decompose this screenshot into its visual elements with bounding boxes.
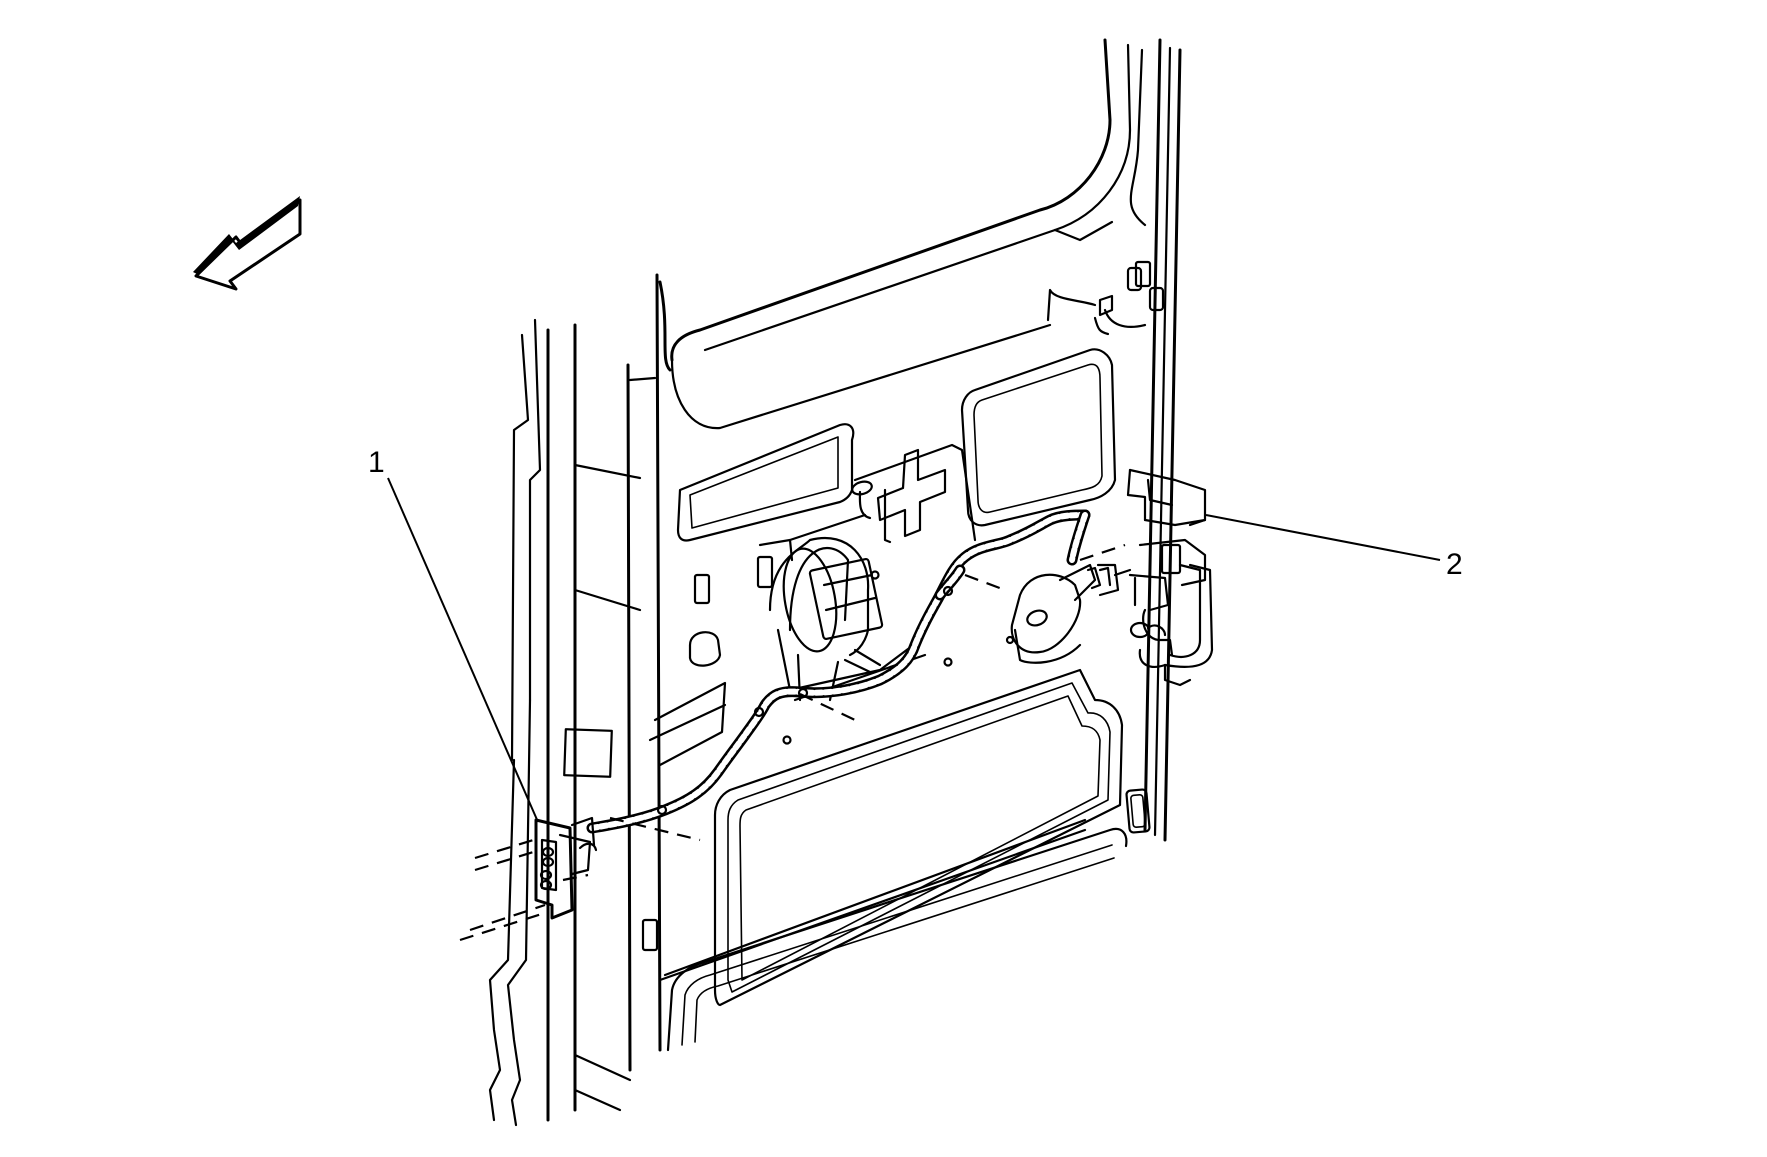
callout-1-label: 1 [368,446,385,479]
pillar-connector [459,816,598,942]
wiring-harness [586,509,1126,842]
latch-bracket [1010,468,1214,687]
regulator-area [758,443,977,702]
door-shell [626,38,1182,1072]
body-pillar [488,318,642,1127]
forward-arrow-icon [193,196,302,291]
callout-2-label: 2 [1446,548,1463,581]
callout-1-leader [387,477,539,823]
callout-2-leader [1205,514,1441,561]
inner-panel [628,260,1152,1052]
